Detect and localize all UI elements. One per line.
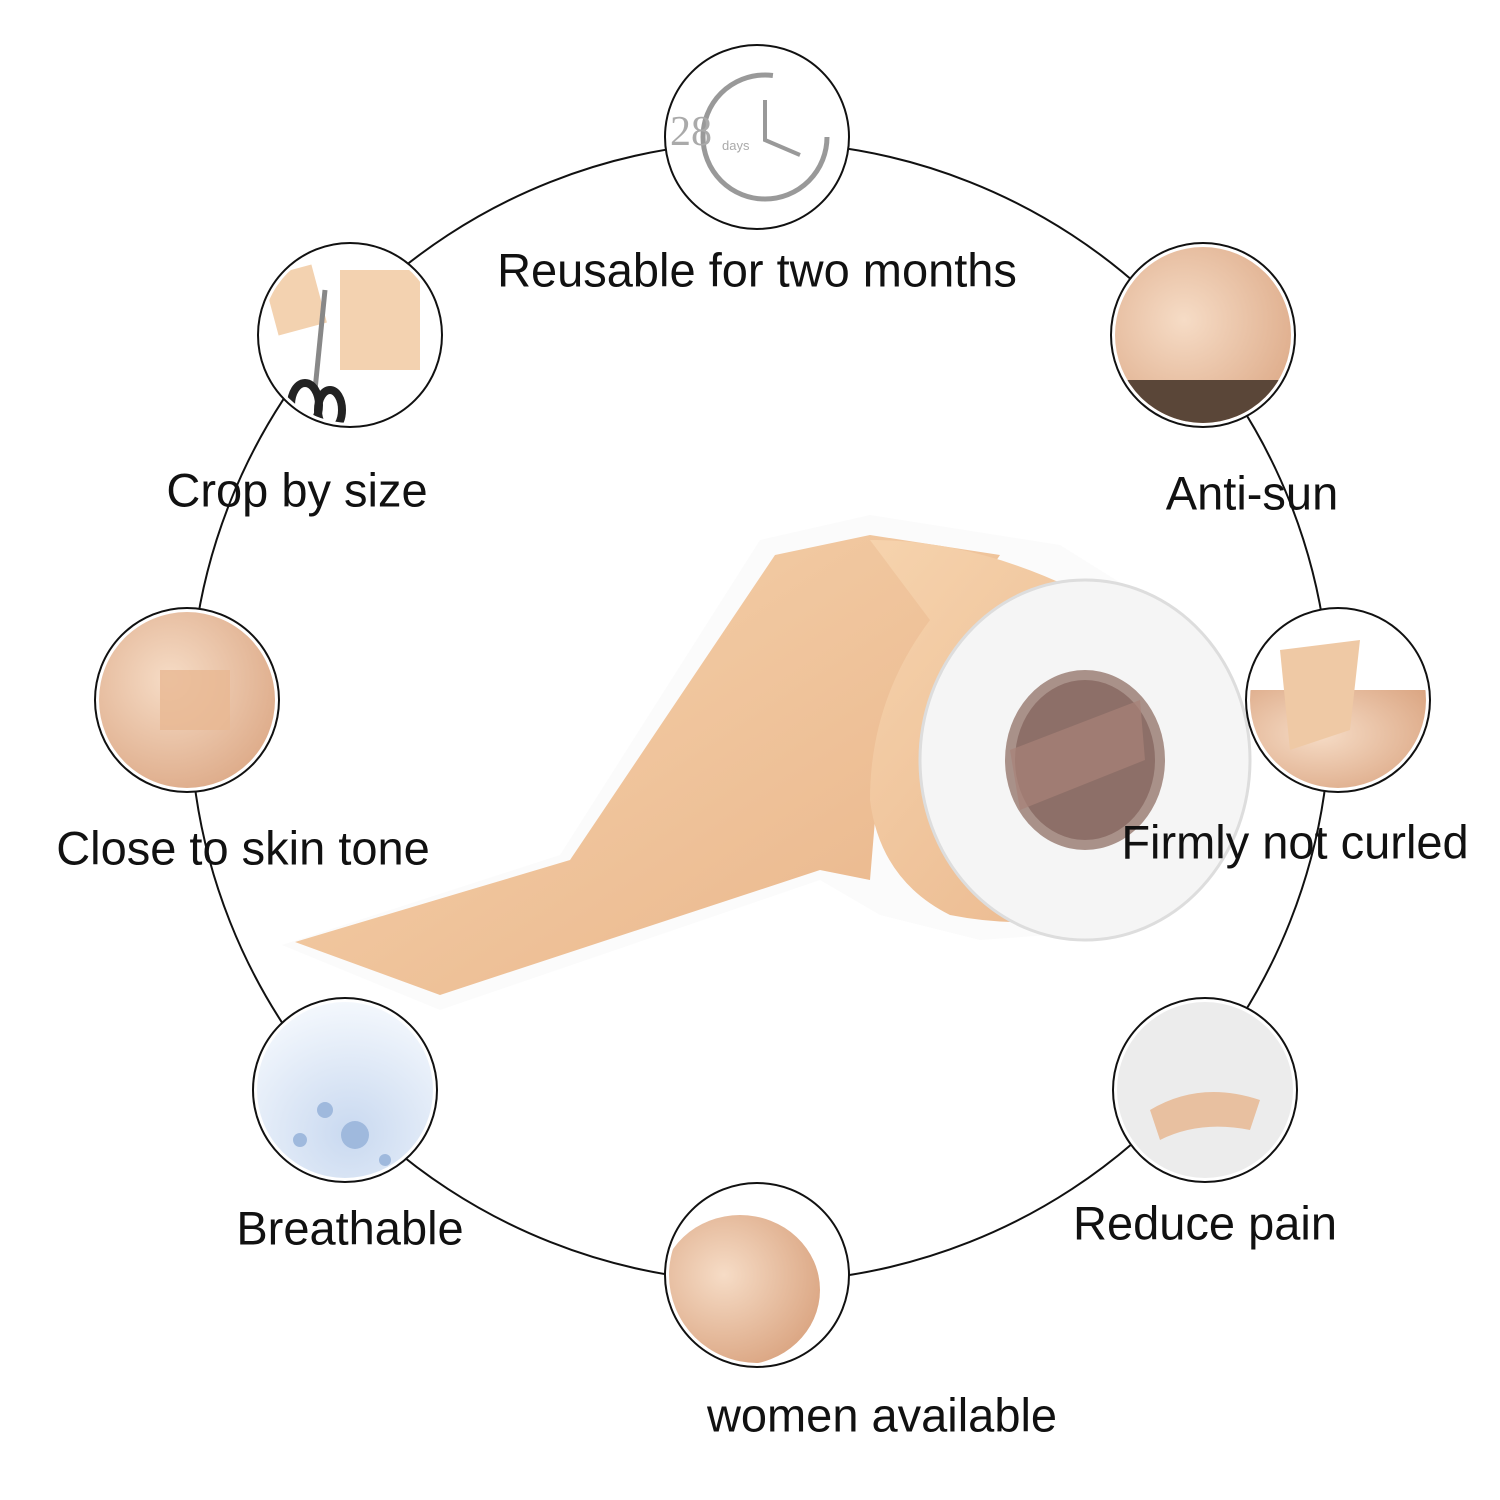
feature-label-firmly: Firmly not curled bbox=[1121, 815, 1469, 869]
feature-label-women: women available bbox=[706, 1388, 1058, 1442]
feature-label-reduce-pain: Reduce pain bbox=[1073, 1196, 1337, 1250]
sunbathing-icon bbox=[1110, 242, 1296, 428]
clock-number: 28 bbox=[670, 109, 712, 155]
back-pain-icon bbox=[1112, 997, 1298, 1183]
applied-tape-icon bbox=[1245, 607, 1431, 793]
scissors-icon bbox=[257, 242, 443, 428]
feature-label-breathable: Breathable bbox=[236, 1201, 464, 1255]
tape-roll-image bbox=[282, 515, 1252, 1010]
clock-unit: days bbox=[722, 138, 750, 153]
feature-label-reusable: Reusable for two months bbox=[497, 243, 1017, 297]
water-droplets-icon bbox=[252, 997, 438, 1183]
clock-icon: 28 days bbox=[664, 44, 850, 230]
pregnant-belly-icon bbox=[664, 1182, 850, 1368]
skin-patch-icon bbox=[94, 607, 280, 793]
feature-label-anti-sun: Anti-sun bbox=[1165, 466, 1339, 520]
feature-label-skin-tone: Close to skin tone bbox=[56, 821, 430, 875]
feature-label-crop: Crop by size bbox=[166, 463, 428, 517]
